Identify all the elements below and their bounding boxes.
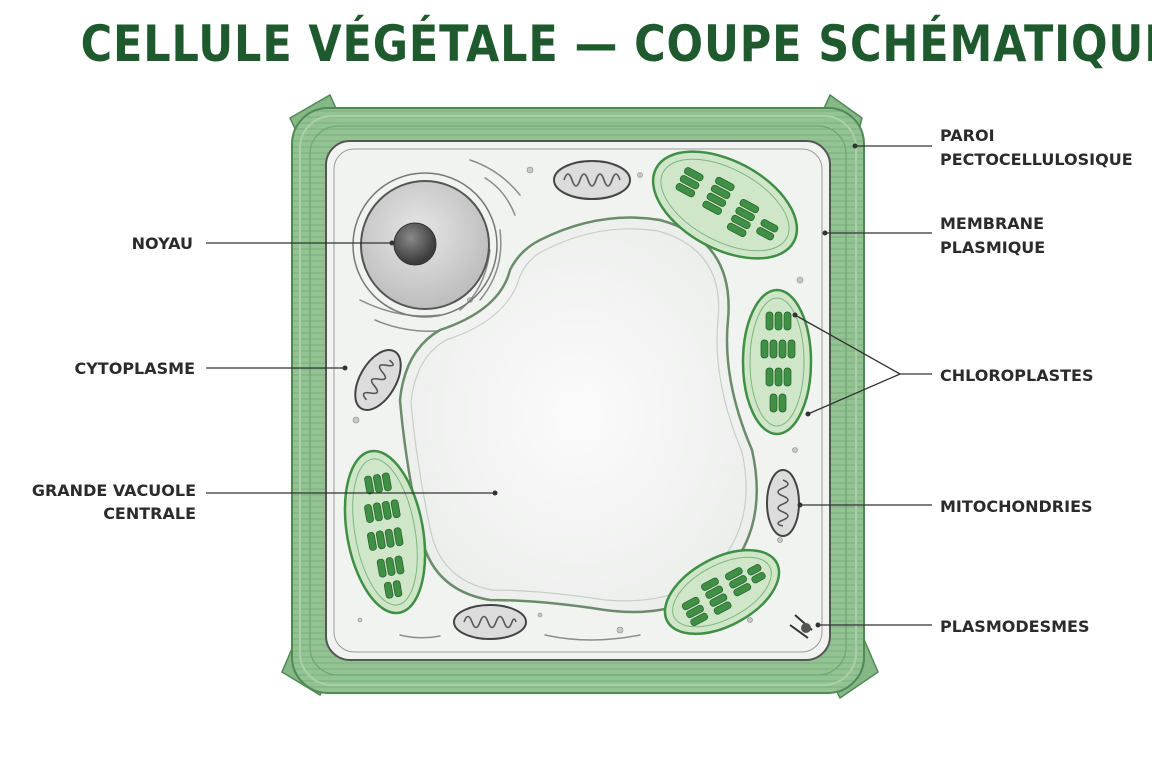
label-plasmodesmes: PLASMODESMES [940, 617, 1089, 636]
label-vacuole-line1: GRANDE VACUOLE [32, 481, 196, 500]
label-paroi-line1: PAROI [940, 126, 995, 145]
chloroplast-bottom-right [663, 548, 781, 636]
mitochondrion-bottom [453, 604, 527, 640]
chloroplast-right [741, 288, 813, 436]
vacuole-tonoplast-inner [410, 228, 747, 602]
label-cytoplasme: CYTOPLASME [74, 359, 195, 378]
label-mitochondries: MITOCHONDRIES [940, 497, 1093, 516]
mitochondrion-top [553, 160, 631, 200]
mitochondrion-right [766, 469, 800, 537]
chloroplast-left [343, 449, 427, 615]
label-chloroplastes: CHLOROPLASTES [940, 366, 1093, 385]
diagram-title: CELLULE VÉGÉTALE — COUPE SCHÉMATIQUE [80, 15, 1152, 73]
label-membrane-line2: PLASMIQUE [940, 238, 1045, 257]
leader-lines [206, 143, 932, 628]
central-vacuole [398, 216, 758, 614]
label-paroi-line2: PECTOCELLULOSIQUE [940, 150, 1133, 169]
label-membrane-line1: MEMBRANE [940, 214, 1044, 233]
chloroplast-top-right [651, 150, 799, 260]
nucleus [352, 172, 498, 318]
label-vacuole-line2: CENTRALE [103, 504, 196, 523]
endoplasmic-strands [359, 159, 641, 641]
label-noyau: NOYAU [132, 234, 193, 253]
plasmodesma [789, 614, 813, 639]
mitochondrion-left [354, 349, 402, 411]
